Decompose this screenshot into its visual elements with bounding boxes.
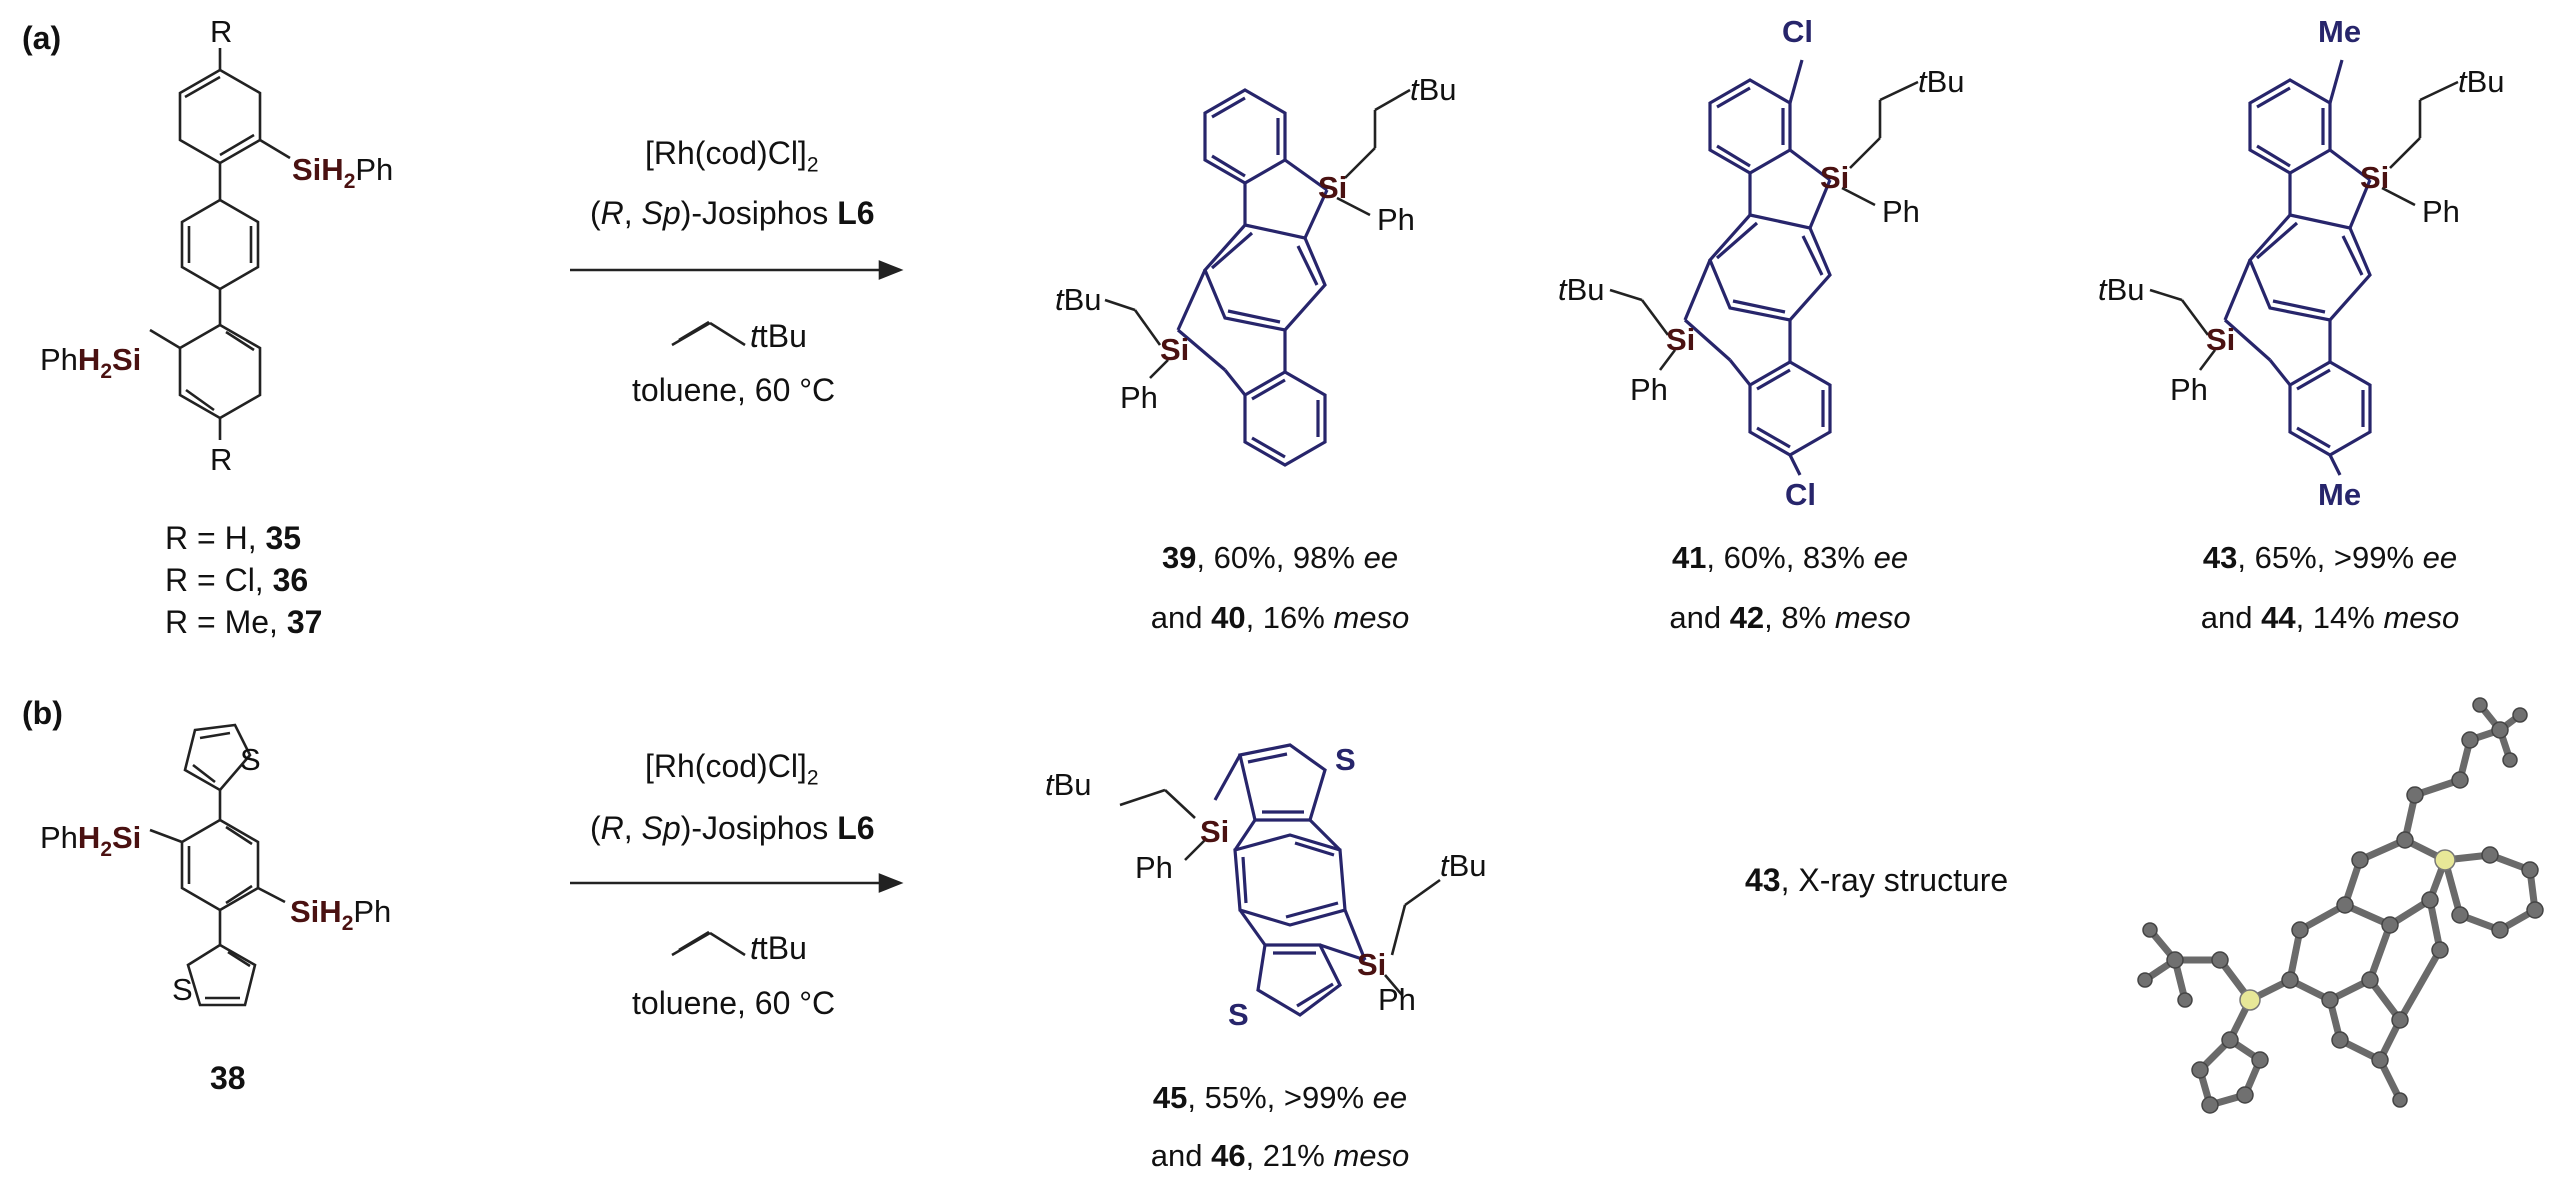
r-list-item: R = Cl, 36 [165, 562, 309, 598]
product-caption: 45, 55%, >99% ee [1152, 1080, 1408, 1115]
meso-caption: and 46, 21% meso [1150, 1138, 1410, 1173]
si-atom-label: Si [1820, 160, 1849, 195]
si-atom-label: Si [1357, 947, 1386, 982]
panel-label-b: (b) [22, 695, 63, 731]
xray-si-atom [2239, 989, 2261, 1011]
s-atom-label: S [1228, 997, 1249, 1032]
tbu-label: tBu [2458, 64, 2505, 99]
xray-caption: 43, X-ray structure [1745, 862, 2009, 898]
ph-label: Ph [1120, 380, 1158, 415]
ph-h2si-label: PhH2Si [40, 820, 141, 861]
ligand-label: (R, Sp)-Josiphos L6 [590, 195, 875, 231]
si-atom-label: Si [2206, 322, 2235, 357]
product-caption: 39, 60%, 98% ee [1161, 540, 1399, 575]
cl-label: Cl [1782, 14, 1813, 49]
si-atom-label: Si [1160, 332, 1189, 367]
alkene-tbu-label: ttBu [750, 930, 807, 966]
tbu-label: tBu [2098, 272, 2145, 307]
sih2ph-label: SiH2Ph [292, 152, 393, 193]
cl-label: Cl [1785, 477, 1816, 512]
meso-caption: and 42, 8% meso [1669, 600, 1911, 635]
ph-h2si-label: PhH2Si [40, 342, 141, 383]
meso-caption: and 40, 16% meso [1150, 600, 1410, 635]
si-atom-label: Si [1318, 170, 1347, 205]
r-bottom-label: R [210, 442, 232, 477]
compound-38-label: 38 [210, 1060, 246, 1096]
me-label: Me [2318, 477, 2361, 512]
ligand-label: (R, Sp)-Josiphos L6 [590, 810, 875, 846]
si-atom-label: Si [1200, 814, 1229, 849]
tbu-label: tBu [1558, 272, 1605, 307]
s-atom-label: S [1335, 742, 1356, 777]
r-list-item: R = H, 35 [165, 520, 302, 556]
ph-label: Ph [1882, 194, 1920, 229]
catalyst-label: [Rh(cod)Cl]2 [645, 135, 819, 177]
si-atom-label: Si [1666, 322, 1695, 357]
alkene-tbu-label: ttBu [750, 318, 807, 354]
catalyst-label: [Rh(cod)Cl]2 [645, 748, 819, 790]
tbu-label: tBu [1055, 282, 1102, 317]
s-atom-label: S [240, 742, 261, 777]
conditions-label: toluene, 60 °C [632, 372, 836, 408]
tbu-label: tBu [1045, 767, 1092, 802]
tbu-label: tBu [1440, 848, 1487, 883]
product-caption: 41, 60%, 83% ee [1671, 540, 1909, 575]
r-top-label: R [210, 14, 232, 49]
panel-label-a: (a) [22, 20, 62, 56]
si-atom-label: Si [2360, 160, 2389, 195]
tbu-label: tBu [1410, 72, 1457, 107]
meso-caption: and 44, 14% meso [2200, 600, 2460, 635]
me-label: Me [2318, 14, 2361, 49]
conditions-label: toluene, 60 °C [632, 985, 836, 1021]
ph-label: Ph [2170, 372, 2208, 407]
ph-label: Ph [1630, 372, 1668, 407]
r-list-item: R = Me, 37 [165, 604, 323, 640]
ph-label: Ph [1135, 850, 1173, 885]
ph-label: Ph [2422, 194, 2460, 229]
xray-si-atom [2434, 849, 2456, 871]
ph-label: Ph [1377, 202, 1415, 237]
tbu-label: tBu [1918, 64, 1965, 99]
sih2ph-label: SiH2Ph [290, 894, 391, 935]
product-caption: 43, 65%, >99% ee [2202, 540, 2458, 575]
ph-label: Ph [1378, 982, 1416, 1017]
s-atom-label: S [172, 972, 193, 1007]
